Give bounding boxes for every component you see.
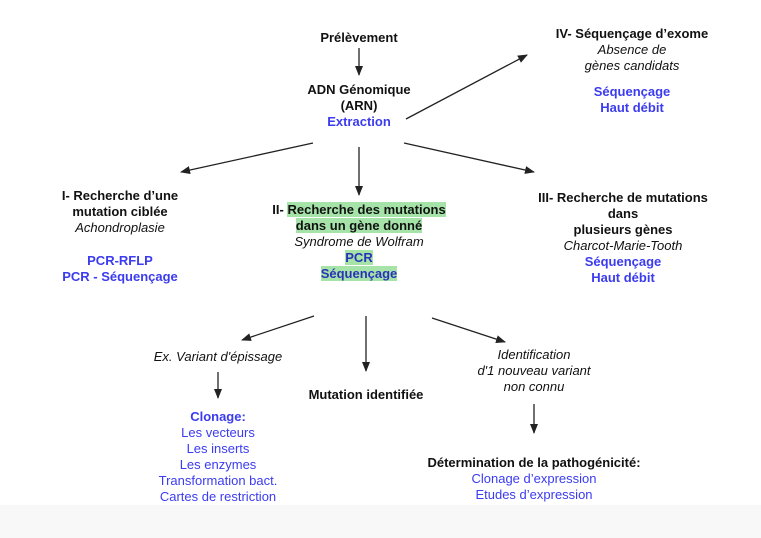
branch-4-title: IV- Séquençage d’exome: [555, 26, 709, 41]
dna-title: ADN Génomique: [307, 82, 411, 97]
arrow-to-branch-3: [403, 142, 535, 174]
branch-2-method-2: Séquençage: [320, 266, 398, 281]
branch-4-method-1: Séquençage: [593, 84, 671, 99]
cloning-node: Clonage: Les vecteurs Les inserts Les en…: [138, 409, 298, 505]
cloning-item: Transformation bact.: [158, 473, 278, 488]
new-variant-node: Identification d'1 nouveau variant non c…: [454, 347, 614, 395]
cloning-title: Clonage:: [190, 409, 246, 424]
branch-2-example: Syndrome de Wolfram: [294, 234, 424, 249]
pathogenicity-item: Clonage d’expression: [471, 471, 597, 486]
arrow-to-branch-1: [180, 142, 314, 174]
branch-2-prefix: II-: [272, 202, 288, 217]
branch-4-example-line1: Absence de: [597, 42, 667, 57]
pathogenicity-node: Détermination de la pathogénicité: Clona…: [404, 455, 664, 503]
cloning-item: Cartes de restriction: [159, 489, 277, 504]
branch-2-node: II- Recherche des mutations dans un gène…: [249, 202, 469, 282]
mutation-identified-node: Mutation identifiée: [291, 387, 441, 403]
branch-1-title-line2: mutation ciblée: [72, 204, 168, 219]
bottom-band: [0, 505, 761, 538]
new-variant-line3: non connu: [503, 379, 565, 394]
branch-4-method-2: Haut débit: [600, 100, 664, 115]
cloning-item: Les vecteurs: [181, 425, 255, 440]
branch-4-example-line2: gènes candidats: [584, 58, 680, 73]
branch-2-title-line2: dans un gène donné: [249, 218, 469, 234]
branch-4-node: IV- Séquençage d’exome Absence de gènes …: [532, 26, 732, 116]
arrow-to-branch-4: [405, 54, 528, 120]
sample-node: Prélèvement: [299, 30, 419, 46]
dna-node: ADN Génomique (ARN) Extraction: [289, 82, 429, 130]
branch-3-example: Charcot-Marie-Tooth: [563, 238, 683, 253]
splice-variant-label: Ex. Variant d'épissage: [153, 349, 283, 364]
pathogenicity-item: Etudes d’expression: [475, 487, 593, 502]
branch-2-title-line1: II- Recherche des mutations: [249, 202, 469, 218]
branch-1-method-1: PCR-RFLP: [87, 253, 153, 268]
branch-3-title-line1: III- Recherche de mutations: [538, 190, 708, 205]
branch-3-node: III- Recherche de mutations dans plusieu…: [523, 190, 723, 286]
rna-label: (ARN): [340, 98, 378, 113]
cloning-item: Les inserts: [186, 441, 250, 456]
sample-label: Prélèvement: [320, 30, 398, 45]
branch-1-example: Achondroplasie: [75, 220, 165, 235]
branch-3-title-line3: plusieurs gènes: [573, 222, 673, 237]
pathogenicity-title: Détermination de la pathogénicité:: [427, 455, 641, 470]
extraction-label: Extraction: [327, 114, 391, 129]
branch-3-method-2: Haut débit: [591, 270, 655, 285]
branch-2-method-1: PCR: [345, 250, 373, 265]
arrow-to-splice-variant: [241, 315, 315, 341]
new-variant-line1: Identification: [497, 347, 571, 362]
branch-1-title-line1: I- Recherche d’une: [61, 188, 179, 203]
cloning-item: Les enzymes: [179, 457, 257, 472]
branch-1-method-2: PCR - Séquençage: [62, 269, 178, 284]
branch-2-title-highlight-1: Recherche des mutations: [287, 202, 446, 217]
new-variant-line2: d'1 nouveau variant: [477, 363, 591, 378]
arrow-to-new-variant: [431, 317, 506, 343]
branch-3-method-1: Séquençage: [584, 254, 662, 269]
branch-3-title-line2: dans: [607, 206, 639, 221]
branch-1-node: I- Recherche d’une mutation ciblée Achon…: [40, 188, 200, 285]
branch-2-title-highlight-2: dans un gène donné: [295, 218, 423, 233]
mutation-identified-label: Mutation identifiée: [308, 387, 424, 402]
splice-variant-node: Ex. Variant d'épissage: [133, 349, 303, 365]
